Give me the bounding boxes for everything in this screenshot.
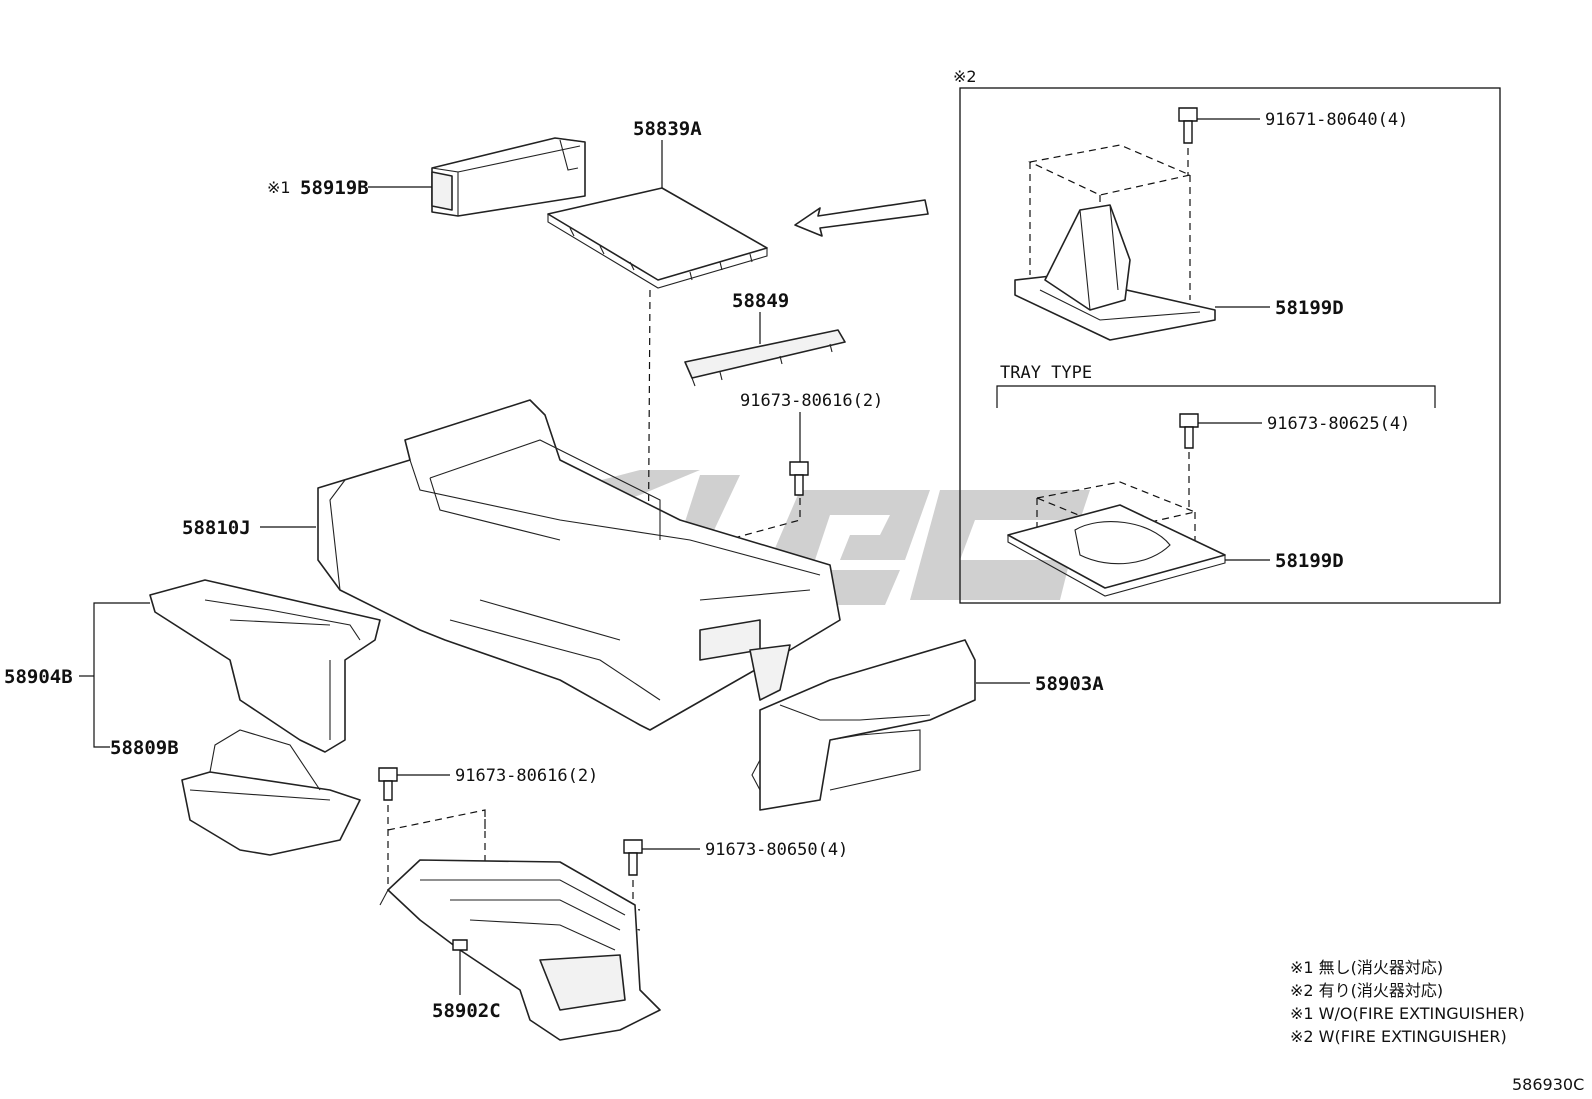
inset-part-58199D-upper-illustration[interactable] <box>1014 204 1216 341</box>
diagram-code: 586930C <box>1512 1075 1584 1094</box>
part-58904B-illustration[interactable] <box>149 579 381 753</box>
bolt-icon <box>452 939 468 951</box>
part-label-58903A[interactable]: 58903A <box>1035 673 1104 695</box>
part-58919B-illustration[interactable] <box>431 137 586 217</box>
footnote-line: ※1 W/O(FIRE EXTINGUISHER) <box>1290 1004 1525 1023</box>
bolt-icon <box>1179 413 1199 449</box>
footnote-line: ※2 有り(消火器対応) <box>1290 981 1443 1000</box>
footnote-line: ※2 W(FIRE EXTINGUISHER) <box>1290 1027 1507 1046</box>
bolt-icon <box>789 461 809 496</box>
part-label-58904B[interactable]: 58904B <box>4 666 73 688</box>
part-58839A-illustration[interactable] <box>547 187 768 289</box>
part-label-58810J[interactable]: 58810J <box>182 517 251 539</box>
part-58903A-illustration[interactable] <box>751 639 976 811</box>
bolt-icon <box>623 839 643 876</box>
part-label-58809B[interactable]: 58809B <box>110 737 179 759</box>
part-label-58849[interactable]: 58849 <box>732 290 789 312</box>
inset-panel: ※2 91671-80640(4) 58199D TRAY TYPE 916 <box>953 67 1501 604</box>
footnote-mark-1: ※1 <box>267 178 291 197</box>
footnote-line: ※1 無し(消火器対応) <box>1290 958 1443 977</box>
part-label-91673-80616-upper[interactable]: 91673-80616(2) <box>740 391 883 411</box>
inset-mark: ※2 <box>953 67 977 86</box>
part-label-91673-80650[interactable]: 91673-80650(4) <box>705 840 848 860</box>
part-label-58919B[interactable]: 58919B <box>300 177 369 199</box>
part-label-58902C[interactable]: 58902C <box>432 1000 501 1022</box>
part-58809B-illustration[interactable] <box>181 729 361 856</box>
inset-bolt-label-91671-80640[interactable]: 91671-80640(4) <box>1265 110 1408 130</box>
inset-bolt-label-91673-80625[interactable]: 91673-80625(4) <box>1267 414 1410 434</box>
part-58810J-illustration[interactable] <box>317 399 841 731</box>
bolt-icon <box>1178 107 1198 144</box>
footnotes: ※1 無し(消火器対応) ※2 有り(消火器対応) ※1 W/O(FIRE EX… <box>1290 958 1525 1046</box>
inset-part-label-58199D-upper[interactable]: 58199D <box>1275 297 1344 319</box>
part-label-58839A[interactable]: 58839A <box>633 118 702 140</box>
inset-tray-type-label: TRAY TYPE <box>1000 363 1092 383</box>
bolt-icon <box>378 767 398 801</box>
part-label-91673-80616-lower[interactable]: 91673-80616(2) <box>455 766 598 786</box>
inset-arrow <box>794 199 929 237</box>
inset-part-label-58199D-lower[interactable]: 58199D <box>1275 550 1344 572</box>
part-58902C-illustration[interactable] <box>379 859 661 1041</box>
part-58849-illustration[interactable] <box>684 329 846 387</box>
